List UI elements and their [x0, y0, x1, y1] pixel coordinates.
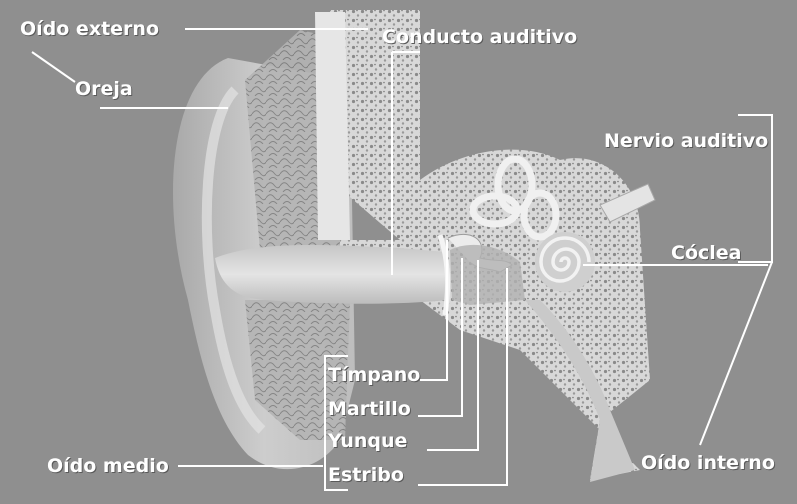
skull-wall: [315, 12, 350, 240]
label-coclea: Cóclea: [671, 242, 741, 264]
label-nervio-auditivo: Nervio auditivo: [604, 130, 768, 152]
ear-canal: [215, 245, 448, 304]
cochlea-shape: [535, 232, 595, 292]
leader-oido-interno: [700, 262, 772, 445]
label-timpano: Tímpano: [328, 364, 420, 386]
label-oido-medio: Oído medio: [47, 455, 169, 477]
label-oreja: Oreja: [75, 78, 133, 100]
label-estribo: Estribo: [328, 464, 404, 486]
label-yunque: Yunque: [328, 430, 407, 452]
leader-oido-externo-diag: [32, 52, 75, 82]
label-oido-interno: Oído interno: [641, 452, 775, 474]
label-oido-externo: Oído externo: [20, 18, 159, 40]
label-conducto-auditivo: Conducto auditivo: [382, 26, 577, 48]
label-martillo: Martillo: [328, 398, 411, 420]
